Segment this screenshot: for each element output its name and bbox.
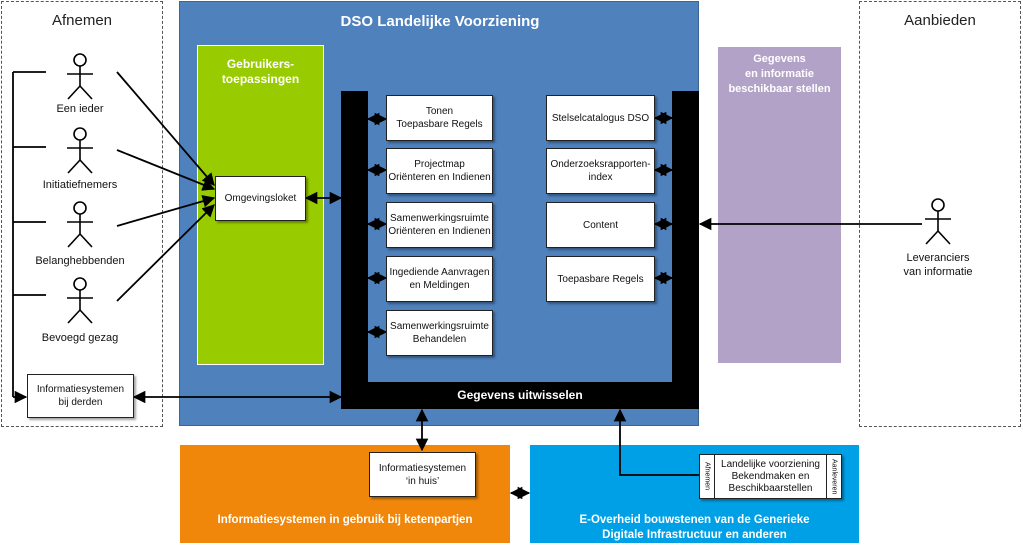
u-frame-right [672,91,699,409]
landelijke-voorziening-label: Landelijke voorziening Bekendmaken en Be… [721,458,820,494]
gegevens-uitwisselen-label: Gegevens uitwisselen [457,388,583,402]
actor-belanghebbenden-label: Belanghebbenden [35,255,125,267]
box-stelselcatalogus: Stelselcatalogus DSO [546,95,655,141]
afnemen-title: Afnemen [51,12,113,29]
gebruikers-title: Gebruikers- toepassingen [221,57,300,86]
afnemen-small-label: Afnemen [700,455,715,498]
omgevingsloket-box: Omgevingsloket [215,176,306,221]
box-toepasbare-regels: Toepasbare Regels [546,256,655,302]
actor-bevoegd-gezag-label: Bevoegd gezag [41,332,119,344]
aanbieden-title: Aanbieden [904,12,976,29]
actor-initiatiefnemers-label: Initiatiefnemers [42,179,118,191]
box-informatiesystemen-in-huis: Informatiesystemen ‘in huis’ [369,452,476,497]
u-frame-bottom [341,382,699,409]
box-ingediende-aanvragen: Ingediende Aanvragen en Meldingen [386,256,493,302]
box-informatiesystemen-derden: Informatiesystemen bij derden [27,374,134,418]
leveranciers-label: Leveranciers van informatie [903,252,973,278]
dso-title: DSO Landelijke Voorziening [340,13,540,30]
u-frame-left [341,91,368,409]
gegevens-info-title: Gegevens en informatie beschikbaar stell… [728,53,831,95]
box-samenwerkingsruimte-orienteren: Samenwerkingsruimte Oriënteren en Indien… [386,202,493,248]
box-projectmap: Projectmap Oriënteren en Indienen [386,148,493,194]
orange-title: Informatiesystemen in gebruik bij ketenp… [217,514,473,526]
box-content: Content [546,202,655,248]
aanbieden-panel: Aanbieden [859,1,1021,427]
aanleveren-small-label: Aanleveren [826,455,841,498]
gegevens-info-panel: Gegevens en informatie beschikbaar stell… [718,47,841,363]
blue-title: E-Overheid bouwstenen van de Generieke D… [579,514,810,541]
box-samenwerkingsruimte-behandelen: Samenwerkingsruimte Behandelen [386,310,493,356]
box-onderzoeksrapporten: Onderzoeksrapporten- index [546,148,655,194]
actor-een-ieder-label: Een ieder [56,103,104,115]
box-tonen-toepasbare-regels: Tonen Toepasbare Regels [386,95,493,141]
landelijke-voorziening-group: Afnemen Landelijke voorziening Bekendmak… [699,454,842,499]
